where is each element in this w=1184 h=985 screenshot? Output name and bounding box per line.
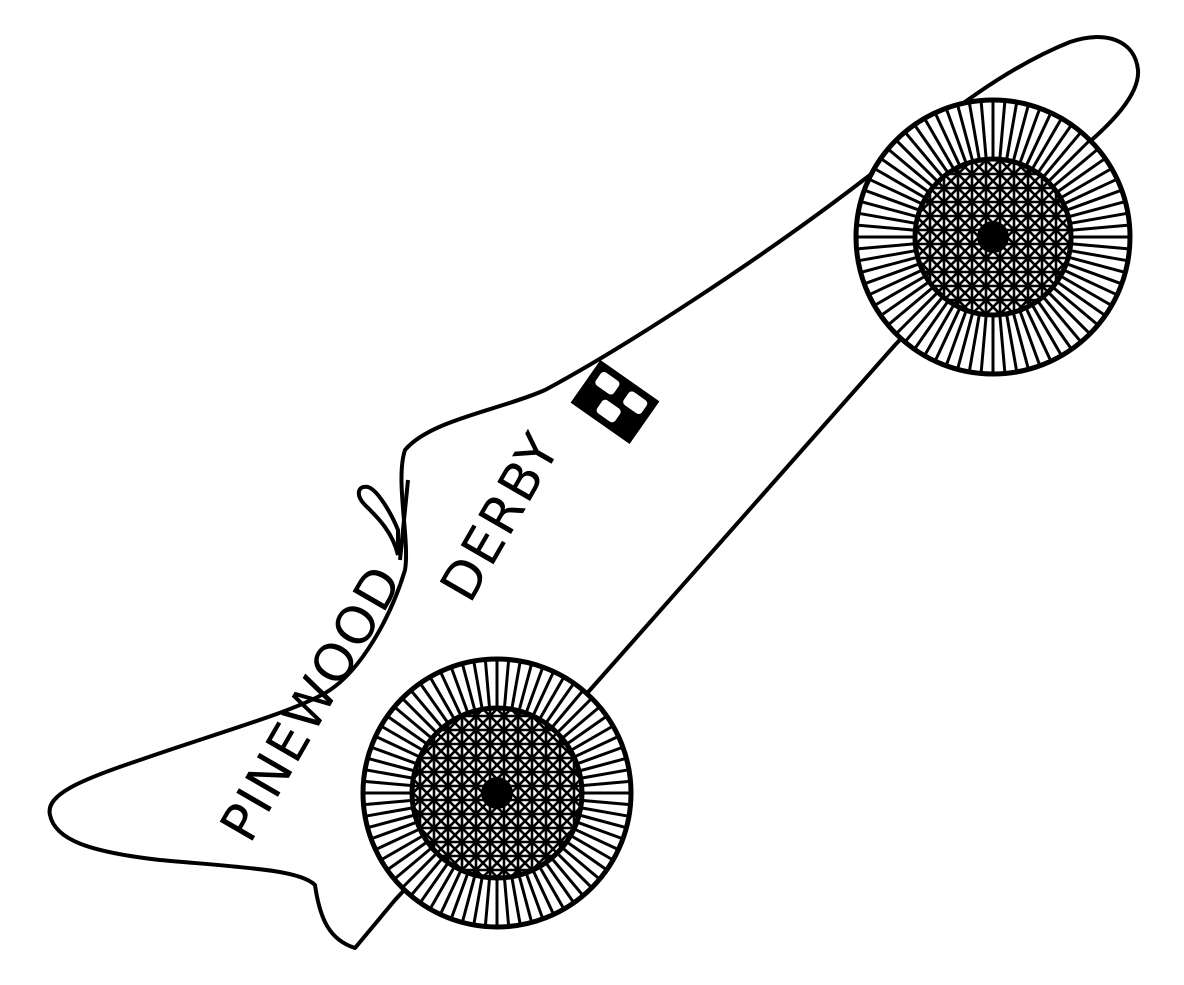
rear-wheel-icon: [360, 656, 634, 930]
driver-fin-icon: [356, 484, 400, 556]
front-wheel-icon: [853, 97, 1133, 377]
checkered-flag-icon: [570, 360, 660, 444]
